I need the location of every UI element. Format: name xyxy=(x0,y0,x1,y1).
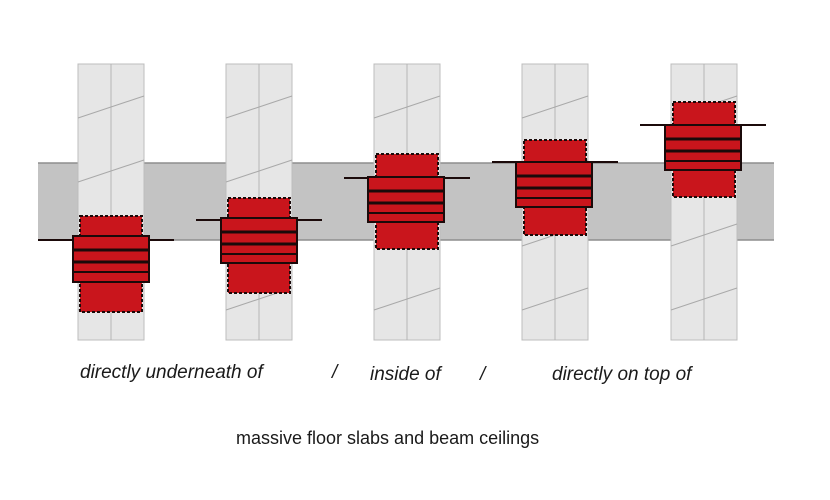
caption-separator-2: / xyxy=(480,364,486,385)
diagram-subtitle: massive floor slabs and beam ceilings xyxy=(236,428,540,448)
caption-underneath: directly underneath of xyxy=(80,362,263,383)
fire-collar-4 xyxy=(492,139,618,236)
fire-collar-2 xyxy=(196,197,322,294)
fire-collar-3 xyxy=(344,153,470,250)
caption-separator-1: / xyxy=(332,362,338,383)
fire-collar-5 xyxy=(640,101,766,198)
caption-inside: inside of xyxy=(370,364,441,385)
caption-on-top: directly on top of xyxy=(552,364,692,385)
fire-collar-diagram xyxy=(38,63,774,341)
fire-collar-1 xyxy=(38,215,174,313)
